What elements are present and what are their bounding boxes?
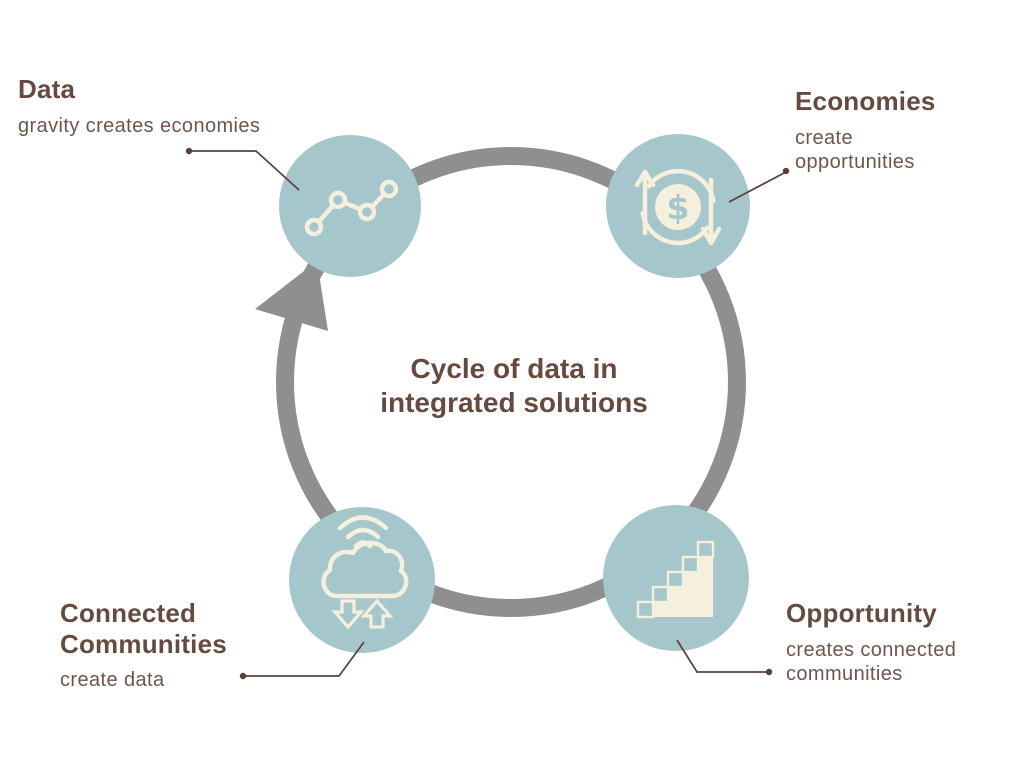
dollar-sign-icon: $ — [667, 188, 690, 227]
economies-heading: Economies — [795, 86, 936, 116]
connector-economies — [728, 167, 790, 203]
label-data: Data gravity creates economies — [18, 74, 260, 138]
cloud-transfer-icon — [321, 515, 409, 630]
connected-communities-subtitle: create data — [60, 669, 165, 692]
cycle-ring — [276, 147, 746, 617]
connector-connected-communities — [239, 641, 365, 680]
upload-arrow-icon — [360, 598, 394, 629]
opportunity-heading: Opportunity — [786, 598, 937, 628]
line-chart-icon — [304, 179, 399, 237]
opportunity-subtitle: creates connected communities — [786, 638, 957, 686]
label-economies: Economies create opportunities — [795, 86, 945, 174]
label-connected-communities: Connected Communities create data — [60, 598, 255, 693]
flow-arrowhead-icon — [255, 261, 328, 331]
stairs-icon — [636, 540, 715, 619]
download-arrow-icon — [331, 599, 365, 630]
diagram-title: Cycle of data in integrated solutions — [380, 353, 648, 418]
data-heading: Data — [18, 74, 76, 104]
connector-opportunity — [676, 639, 773, 676]
currency-exchange-icon: $ — [634, 168, 722, 246]
node-circle-connected-communities — [289, 507, 435, 653]
economies-subtitle: create opportunities — [795, 126, 915, 174]
data-subtitle: gravity creates economies — [18, 114, 261, 137]
connector-data — [185, 147, 300, 191]
label-opportunity: Opportunity creates connected communitie… — [786, 598, 986, 686]
connected-communities-heading: Connected Communities — [60, 598, 227, 659]
